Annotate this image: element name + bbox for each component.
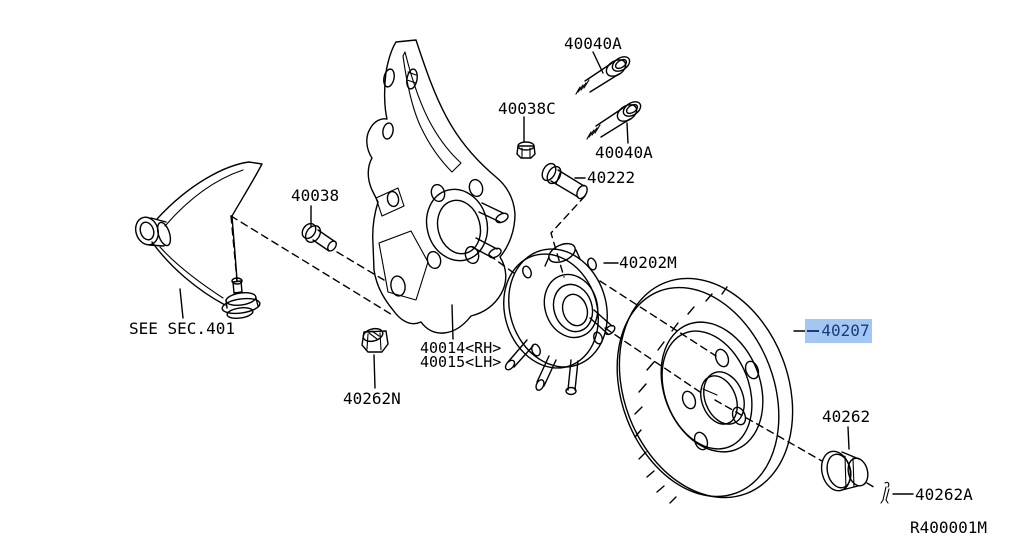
callout-knuckle-rh: 40014<RH> [420, 339, 502, 357]
rotor-vent-marks [634, 286, 728, 504]
callout-bolt-40038[interactable]: 40038 [291, 186, 340, 205]
callout-knuckle[interactable]: 40014<RH> 40015<LH> [420, 339, 502, 371]
callout-hub-40202m[interactable]: 40202M [619, 253, 677, 272]
diagram-ref-code: R400001M [910, 518, 988, 537]
axle-nut-40262[interactable] [818, 448, 871, 494]
hub-bearing-assembly[interactable] [489, 236, 622, 396]
callout-knuckle-lh: 40015<LH> [420, 353, 502, 371]
callout-stud-40222[interactable]: 40222 [587, 168, 636, 187]
bolt-40040a-lower[interactable] [586, 99, 643, 140]
assembly-dashed-lines [230, 195, 878, 490]
selected-part-number: 40207 [821, 321, 870, 340]
callout-nut-40262[interactable]: 40262 [822, 407, 871, 426]
callout-pin-40262a[interactable]: 40262A [915, 485, 973, 504]
cotter-pin-40262a[interactable] [880, 481, 890, 504]
leader-dash [807, 330, 820, 332]
nut-40038c[interactable] [516, 141, 536, 159]
callout-bolt-40040a-lower[interactable]: 40040A [595, 143, 653, 162]
control-arm[interactable] [132, 161, 263, 306]
callout-nut-40038c[interactable]: 40038C [498, 99, 556, 118]
brake-rotor[interactable] [588, 253, 823, 523]
ball-joint[interactable] [221, 277, 261, 320]
nut-40262n[interactable] [361, 327, 389, 353]
callout-rotor-40207-selected[interactable]: 40207 [805, 319, 872, 343]
callout-leader-lines [179, 51, 914, 495]
callout-nut-40262n[interactable]: 40262N [343, 389, 401, 408]
stud-40222[interactable] [539, 161, 589, 200]
steering-knuckle[interactable] [366, 39, 516, 334]
bolt-40038[interactable] [299, 221, 338, 253]
note-see-section[interactable]: SEE SEC.401 [129, 319, 235, 338]
callout-bolt-40040a-upper[interactable]: 40040A [564, 34, 622, 53]
bolt-40040a-upper[interactable] [575, 54, 632, 95]
